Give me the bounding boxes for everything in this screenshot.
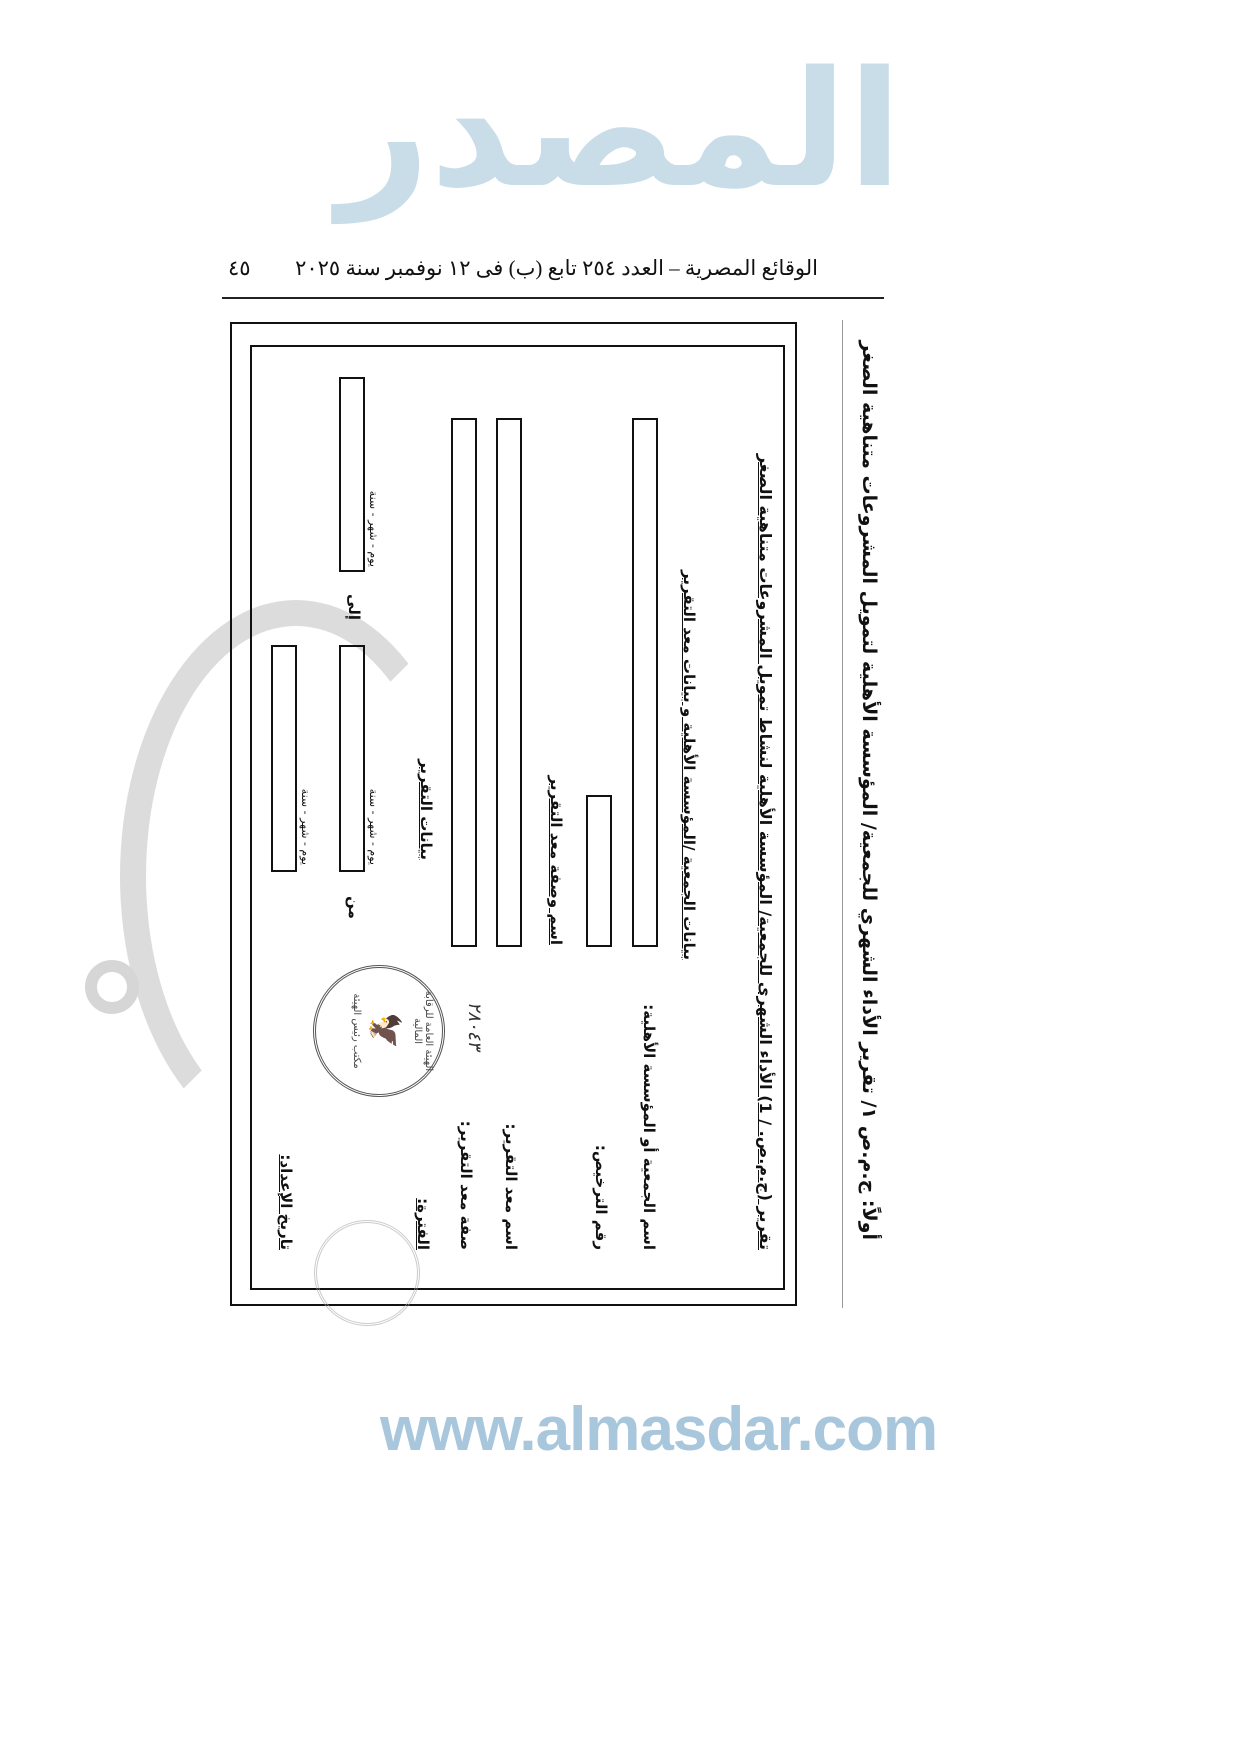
rotated-form: أولاً: ج.م.ص ١/ تقرير الأداء الشهري للجم… xyxy=(228,320,890,1326)
eagle-emblem-icon: 🦅 xyxy=(367,1012,402,1050)
preparer-name-label: اسم معد التقرير: xyxy=(502,1123,520,1250)
association-name-label: اسم الجمعية أو المؤسسة الأهلية: xyxy=(640,1004,658,1250)
to-date-field[interactable] xyxy=(339,377,365,572)
preparer-section-label: اسم وصفة معد التقرير xyxy=(547,775,565,945)
form-title: تقرير (ج.م.ص. / 1) الأداء الشهرى للجمعية… xyxy=(756,453,775,1250)
form-heading: أولاً: ج.م.ص ١/ تقرير الأداء الشهري للجم… xyxy=(858,340,880,1240)
watermark-url: www.almasdar.com xyxy=(380,1395,938,1464)
handwritten-number: ٢٨٠٤٣ xyxy=(464,1001,485,1050)
to-date-parts: يوم - شهر - سنة xyxy=(367,490,380,567)
prep-date-label: تاريخ الإعداد: xyxy=(277,1154,295,1250)
to-label: إلى xyxy=(345,594,363,620)
page-number: ٤٥ xyxy=(228,256,251,280)
seal-footer: مكتب رئيس الهيئة xyxy=(351,993,362,1069)
watermark-dot xyxy=(85,960,139,1014)
watermark-logo: المصدر xyxy=(337,36,903,223)
association-name-field[interactable] xyxy=(632,418,658,947)
gazette-title: الوقائع المصرية – العدد ٢٥٤ تابع (ب) فى … xyxy=(295,256,818,280)
from-label: من xyxy=(345,896,363,919)
from-date-parts: يوم - شهر - سنة xyxy=(367,788,380,865)
license-number-label: رقم الترخيص: xyxy=(592,1144,610,1250)
period-label: الفترة: xyxy=(414,1198,432,1250)
prep-date-parts: يوم - شهر - سنة xyxy=(299,788,312,865)
prep-date-field[interactable] xyxy=(271,645,297,872)
report-data-label: بيانات التقرير xyxy=(417,759,435,860)
preparer-title-label: صفة معد التقرير: xyxy=(457,1120,475,1250)
heading-rule xyxy=(842,320,843,1308)
from-date-field[interactable] xyxy=(339,645,365,872)
secondary-seal xyxy=(314,1220,420,1326)
header-divider xyxy=(222,297,884,299)
section-title: بيانات الجمعية /المؤسسة الأهلية و بيانات… xyxy=(680,570,698,960)
page-header: الوقائع المصرية – العدد ٢٥٤ تابع (ب) فى … xyxy=(222,256,884,286)
license-number-field[interactable] xyxy=(586,795,612,947)
preparer-name-field[interactable] xyxy=(496,418,522,947)
preparer-title-field[interactable] xyxy=(451,418,477,947)
official-seal: الهيئة العامة للرقابة المالية 🦅 مكتب رئي… xyxy=(313,965,445,1097)
seal-text: الهيئة العامة للرقابة المالية xyxy=(412,990,434,1072)
